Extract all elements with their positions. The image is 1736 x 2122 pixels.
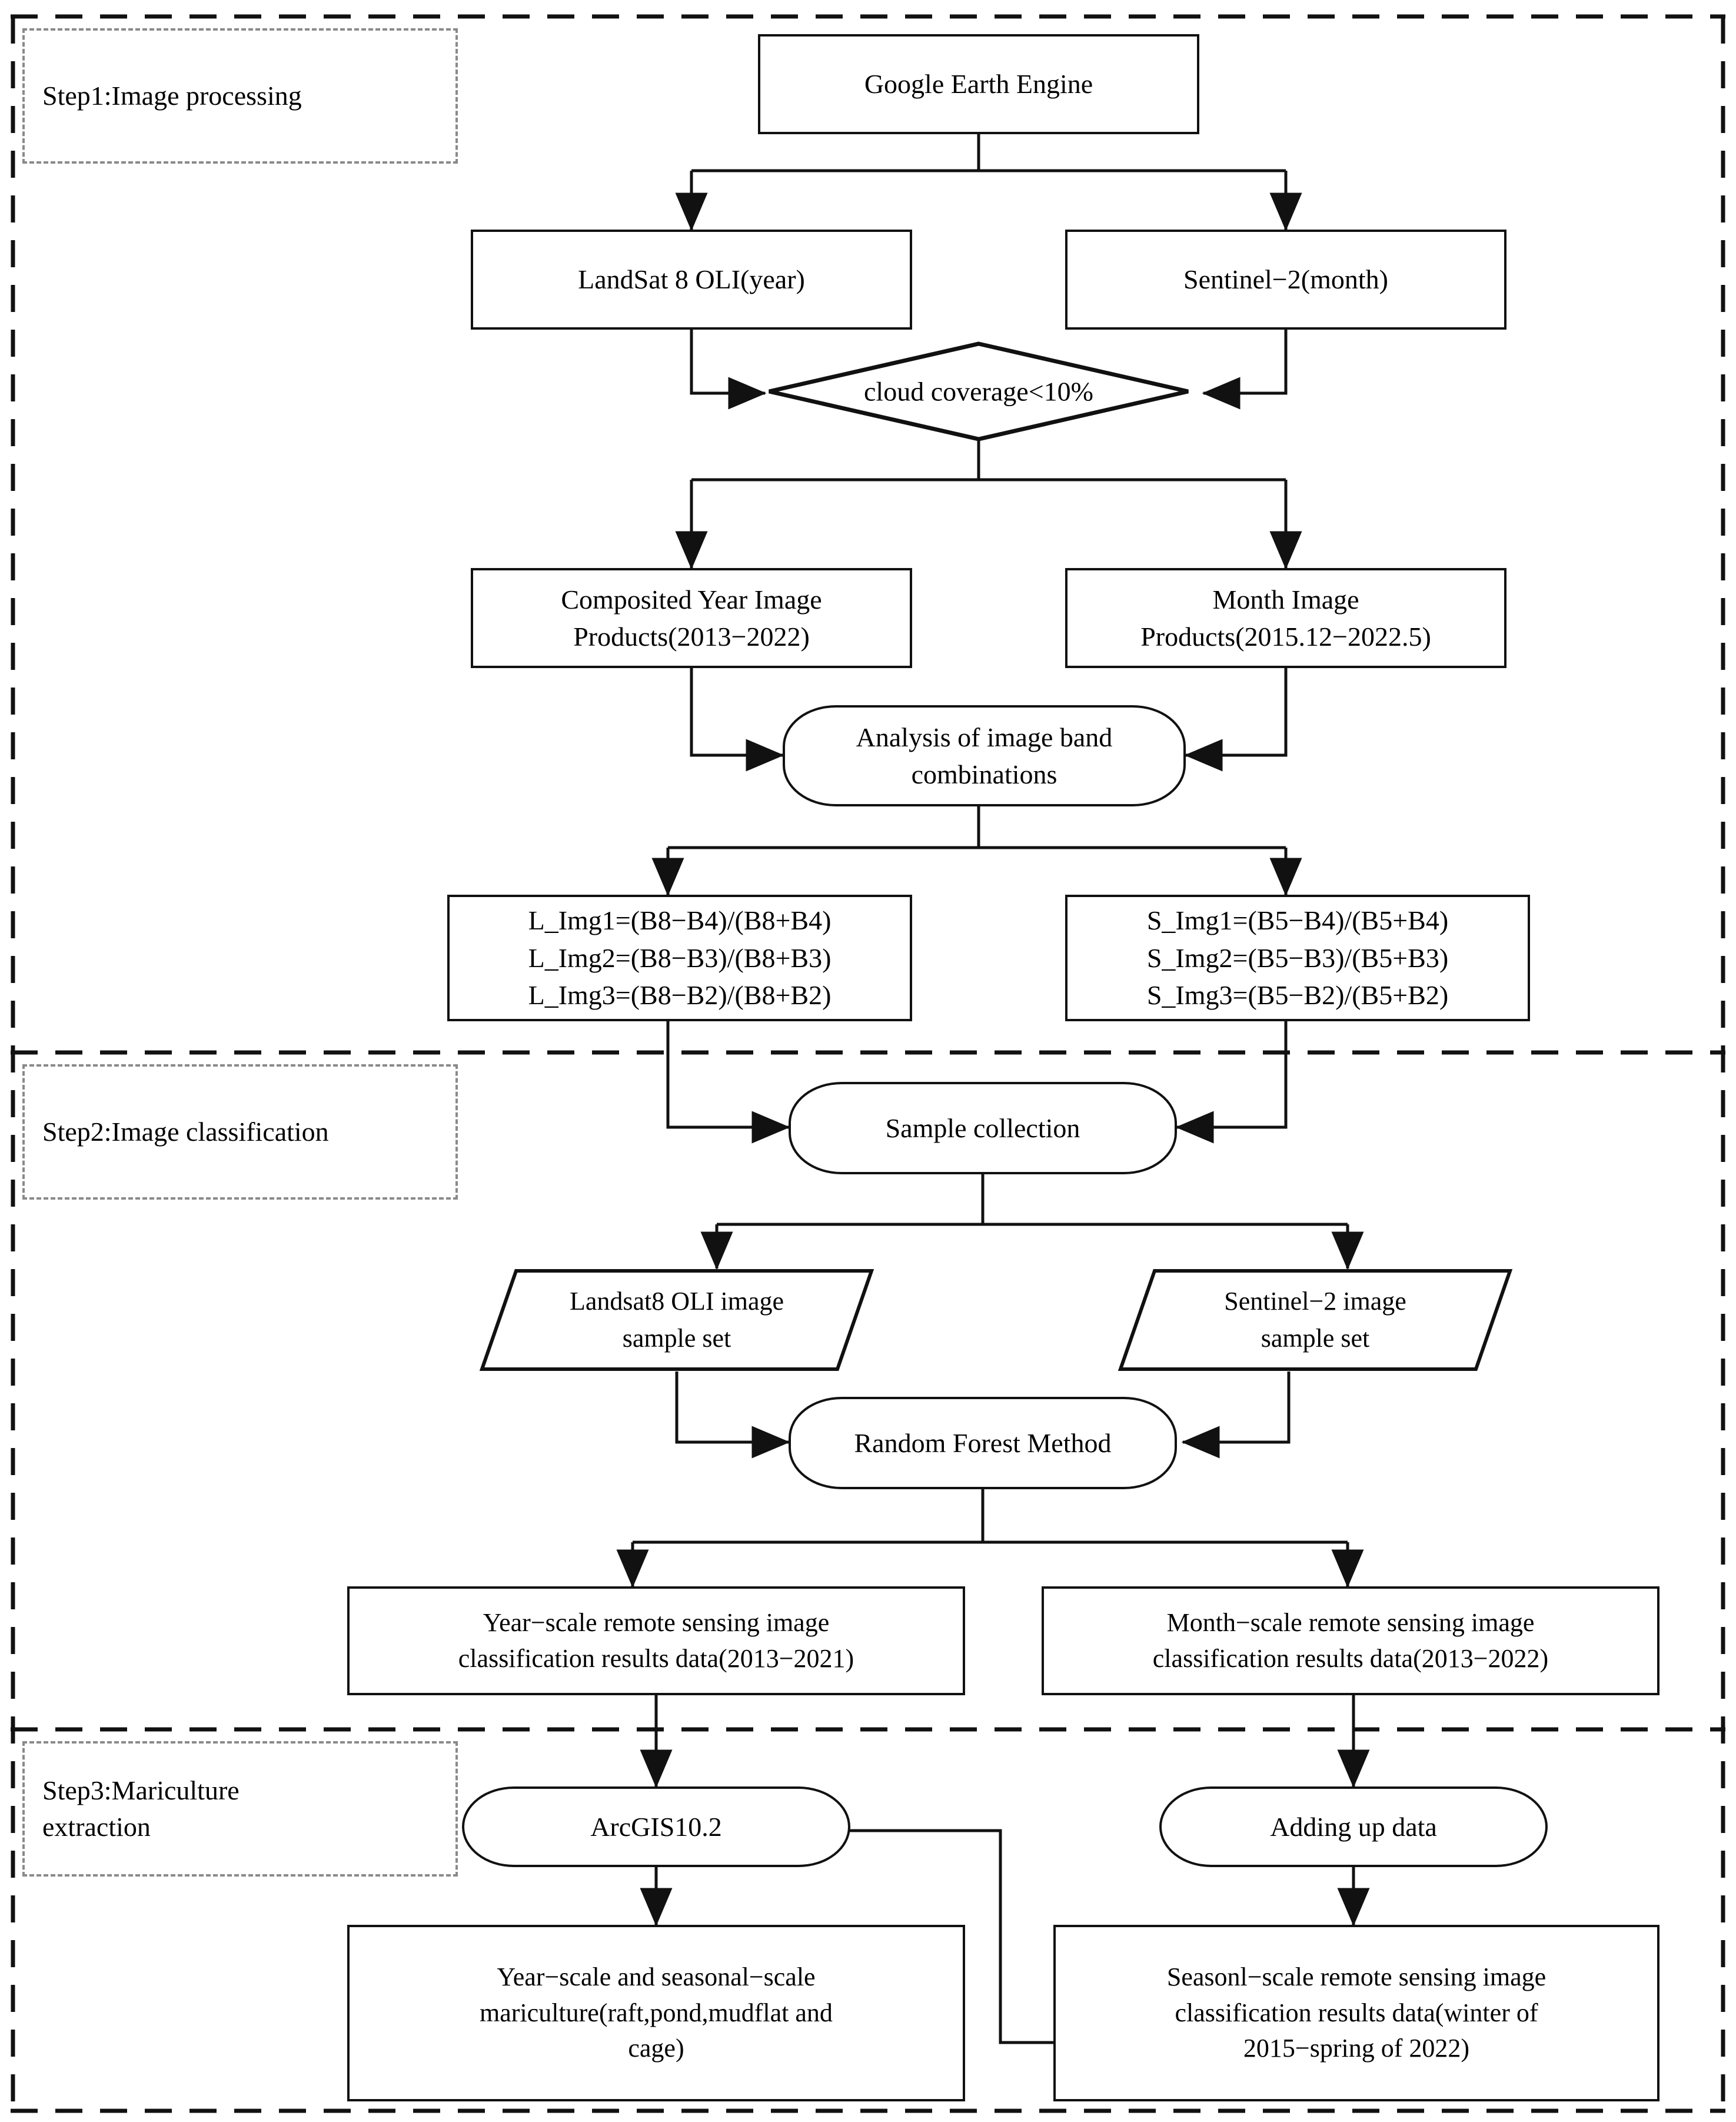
node-label: Year−scale and seasonal−scale maricultur… bbox=[480, 1962, 833, 2063]
node-label: L_Img1=(B8−B4)/(B8+B4) L_Img2=(B8−B3)/(B… bbox=[528, 905, 832, 1011]
node-arcgis[interactable]: ArcGIS10.2 bbox=[462, 1786, 850, 1867]
node-composited-year-products[interactable]: Composited Year Image Products(2013−2022… bbox=[471, 568, 912, 668]
node-label: Sentinel−2(month) bbox=[1183, 264, 1388, 295]
node-label: Analysis of image band combinations bbox=[856, 722, 1113, 789]
node-month-scale-results[interactable]: Month−scale remote sensing image classif… bbox=[1042, 1586, 1659, 1695]
node-label: Sample collection bbox=[885, 1113, 1080, 1143]
step1-label: Step1:Image processing bbox=[42, 80, 302, 111]
node-label: Year−scale remote sensing image classifi… bbox=[458, 1608, 854, 1673]
node-random-forest-method[interactable]: Random Forest Method bbox=[789, 1397, 1177, 1489]
step3-label: Step3:Mariculture extraction bbox=[42, 1775, 240, 1842]
node-band-analysis[interactable]: Analysis of image band combinations bbox=[783, 705, 1186, 806]
node-label: Random Forest Method bbox=[854, 1427, 1112, 1458]
step3-group: Step3:Mariculture extraction bbox=[22, 1741, 458, 1877]
node-adding-up-data[interactable]: Adding up data bbox=[1159, 1786, 1548, 1867]
node-seasonal-scale-results[interactable]: Seasonl−scale remote sensing image class… bbox=[1053, 1925, 1659, 2101]
parallelogram-shape bbox=[480, 1269, 874, 1371]
node-landsat8-oli[interactable]: LandSat 8 OLI(year) bbox=[471, 230, 912, 330]
node-label: Composited Year Image Products(2013−2022… bbox=[561, 584, 822, 652]
step2-label: Step2:Image classification bbox=[42, 1116, 329, 1147]
node-sample-collection[interactable]: Sample collection bbox=[789, 1082, 1177, 1174]
node-label: cloud coverage<10% bbox=[864, 376, 1093, 407]
step1-group: Step1:Image processing bbox=[22, 28, 458, 164]
node-label: Month−scale remote sensing image classif… bbox=[1152, 1608, 1549, 1673]
node-label: Sentinel−2 image sample set bbox=[1224, 1287, 1406, 1353]
node-cloud-coverage-decision[interactable]: cloud coverage<10% bbox=[767, 341, 1190, 441]
node-label: Seasonl−scale remote sensing image class… bbox=[1166, 1962, 1547, 2063]
parallelogram-shape bbox=[1118, 1269, 1512, 1371]
step2-group: Step2:Image classification bbox=[22, 1064, 458, 1200]
node-label: LandSat 8 OLI(year) bbox=[578, 264, 805, 295]
node-label: Landsat8 OLI image sample set bbox=[569, 1287, 784, 1353]
node-label: Google Earth Engine bbox=[864, 69, 1093, 99]
node-label: S_Img1=(B5−B4)/(B5+B4) S_Img2=(B5−B3)/(B… bbox=[1146, 905, 1449, 1011]
node-label: ArcGIS10.2 bbox=[590, 1811, 722, 1842]
node-landsat-band-formulas[interactable]: L_Img1=(B8−B4)/(B8+B4) L_Img2=(B8−B3)/(B… bbox=[447, 895, 912, 1021]
node-sentinel-band-formulas[interactable]: S_Img1=(B5−B4)/(B5+B4) S_Img2=(B5−B3)/(B… bbox=[1065, 895, 1530, 1021]
node-label: Month Image Products(2015.12−2022.5) bbox=[1140, 584, 1431, 652]
node-landsat-sample-set[interactable]: Landsat8 OLI image sample set bbox=[480, 1268, 874, 1372]
node-year-scale-results[interactable]: Year−scale remote sensing image classifi… bbox=[347, 1586, 965, 1695]
node-label: Adding up data bbox=[1270, 1811, 1437, 1842]
node-sentinel2[interactable]: Sentinel−2(month) bbox=[1065, 230, 1506, 330]
node-mariculture-output[interactable]: Year−scale and seasonal−scale maricultur… bbox=[347, 1925, 965, 2101]
node-google-earth-engine[interactable]: Google Earth Engine bbox=[758, 34, 1199, 134]
node-month-image-products[interactable]: Month Image Products(2015.12−2022.5) bbox=[1065, 568, 1506, 668]
node-sentinel-sample-set[interactable]: Sentinel−2 image sample set bbox=[1118, 1268, 1512, 1372]
